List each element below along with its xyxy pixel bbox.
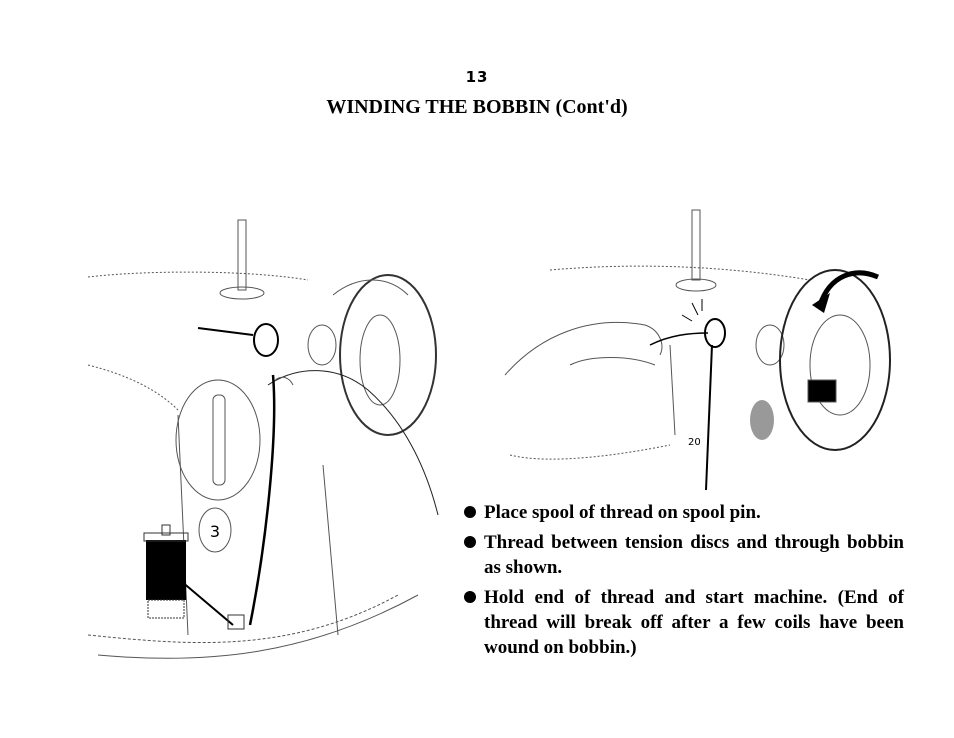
bullet-icon — [464, 591, 476, 603]
instruction-item: Hold end of thread and start machine. (E… — [464, 585, 904, 660]
bullet-icon — [464, 536, 476, 548]
instruction-text: Thread between tension discs and through… — [484, 532, 904, 578]
instruction-text: Hold end of thread and start machine. (E… — [484, 587, 904, 658]
instruction-list: Place spool of thread on spool pin. Thre… — [464, 500, 904, 665]
bullet-icon — [464, 506, 476, 518]
page-number: 13 — [465, 68, 489, 86]
page-title: WINDING THE BOBBIN (Cont'd) — [326, 96, 628, 118]
left-dial-label: 3 — [210, 522, 220, 541]
sewing-machine-spool-illustration: 3 — [88, 219, 439, 659]
right-dial-label: 20 — [688, 437, 701, 448]
instruction-item: Place spool of thread on spool pin. — [464, 500, 904, 525]
instruction-text: Place spool of thread on spool pin. — [484, 502, 761, 523]
instruction-item: Thread between tension discs and through… — [464, 530, 904, 580]
hand-holding-thread-illustration: 20 — [504, 209, 891, 490]
